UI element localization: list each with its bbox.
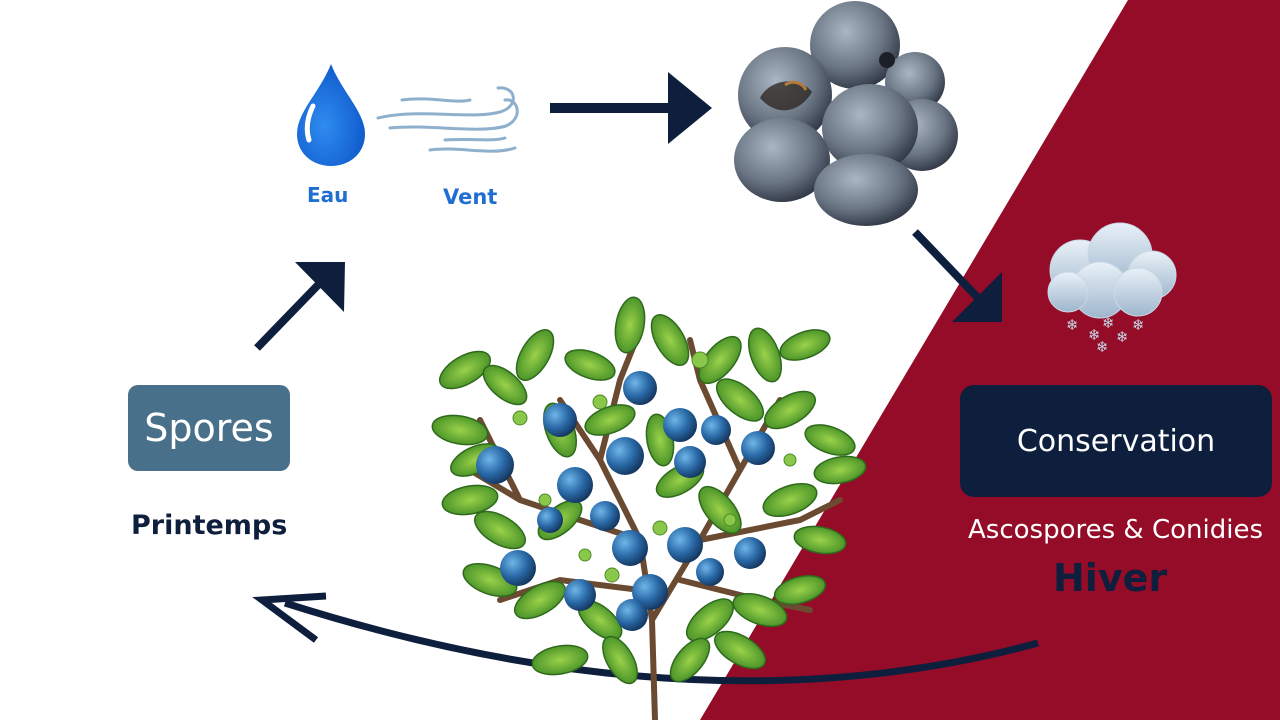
svg-text:❄: ❄ bbox=[1132, 316, 1145, 334]
conservation-box: Conservation bbox=[960, 385, 1272, 497]
spores-box: Spores bbox=[128, 385, 290, 471]
label-eau: Eau bbox=[307, 183, 349, 207]
conservation-label: Conservation bbox=[1016, 423, 1216, 459]
arrow-dispersal-to-berries bbox=[550, 72, 712, 144]
label-ascospores-conidies: Ascospores & Conidies bbox=[968, 515, 1263, 545]
label-hiver: Hiver bbox=[1053, 556, 1168, 600]
svg-text:❄: ❄ bbox=[1096, 338, 1109, 356]
arrow-spores-to-dispersal bbox=[254, 262, 345, 351]
svg-text:❄: ❄ bbox=[1102, 314, 1115, 332]
label-vent: Vent bbox=[443, 185, 498, 209]
svg-text:❄: ❄ bbox=[1088, 326, 1101, 344]
svg-text:❄: ❄ bbox=[1066, 316, 1079, 334]
svg-text:❄: ❄ bbox=[1116, 328, 1129, 346]
spores-label: Spores bbox=[144, 406, 274, 450]
label-printemps: Printemps bbox=[131, 510, 288, 541]
arrow-berries-to-winter bbox=[912, 229, 1002, 322]
